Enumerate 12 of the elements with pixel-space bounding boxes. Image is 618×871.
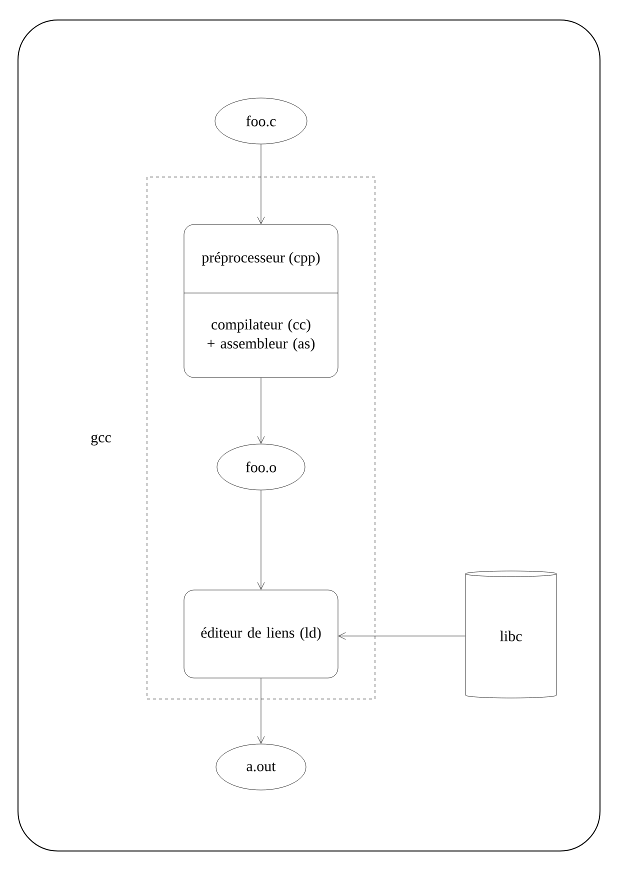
arrow xyxy=(257,378,265,444)
arrow xyxy=(257,490,265,590)
ellipse-node: foo.o xyxy=(216,444,306,490)
arrow xyxy=(257,678,265,744)
ellipse-node: a.out xyxy=(216,744,306,790)
ellipse-node: foo.c xyxy=(214,98,308,144)
node-label: gcc xyxy=(91,434,111,446)
database-cylinder: libc xyxy=(465,570,557,698)
process-box: éditeur de liens (ld) xyxy=(184,590,338,678)
arrow xyxy=(257,144,265,224)
process-box: préprocesseur (cpp) compilateur (cc) + assembleur (as) xyxy=(184,224,338,378)
arrow xyxy=(338,632,466,640)
